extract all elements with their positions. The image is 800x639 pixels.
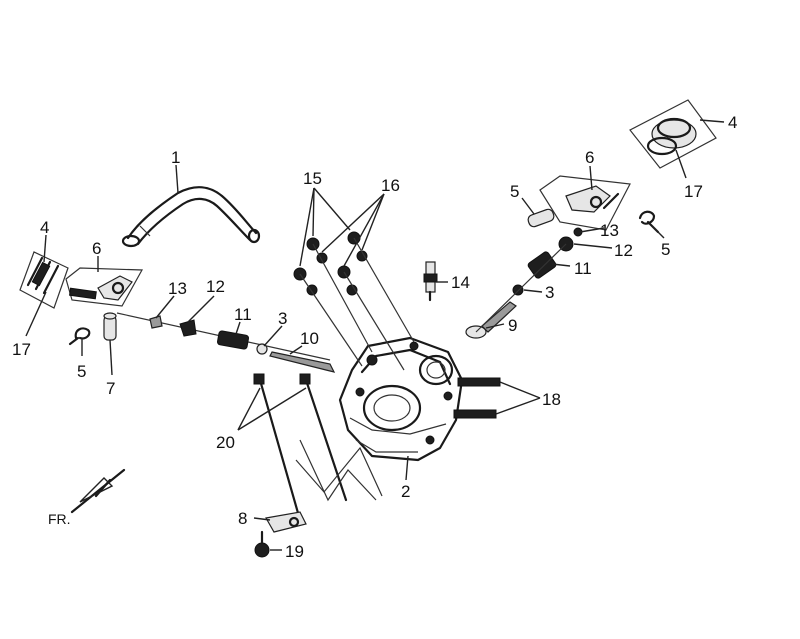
front-marker-label: FR. <box>48 511 71 527</box>
callout-17-right: 17 <box>684 182 703 201</box>
callout-5-right-top: 5 <box>510 182 519 201</box>
part-7-left-pin <box>103 312 117 341</box>
callout-17-left: 17 <box>12 340 31 359</box>
callout-6-right: 6 <box>585 148 594 167</box>
callout-13-right: 13 <box>600 221 619 240</box>
part-11-left-spring <box>216 330 250 350</box>
part-3-left-seal <box>256 343 268 355</box>
part-19-bolt <box>254 530 270 558</box>
callout-19: 19 <box>285 542 304 561</box>
callout-labels: 1 4 6 17 5 7 13 12 11 3 10 15 16 14 5 6 … <box>12 113 737 561</box>
part-2-cylinder-head <box>338 336 464 462</box>
part-4-17-right-cap <box>629 99 717 169</box>
part-6-right-rocker <box>539 175 631 231</box>
callout-11-right: 11 <box>574 259 592 278</box>
callout-6-left: 6 <box>92 239 101 258</box>
part-8-guide <box>265 511 307 533</box>
callout-13-left: 13 <box>168 279 187 298</box>
part-10-valve <box>269 351 336 373</box>
part-4-17-left-cover <box>19 251 69 309</box>
part-5-right-pin <box>527 208 555 228</box>
callout-8: 8 <box>238 509 247 528</box>
callout-5-left: 5 <box>77 362 86 381</box>
callout-16: 16 <box>381 176 400 195</box>
callout-20: 20 <box>216 433 235 452</box>
callout-12-right: 12 <box>614 241 633 260</box>
callout-2: 2 <box>401 482 410 501</box>
part-3-right-seal <box>512 284 524 296</box>
part-11-right-spring <box>527 251 557 279</box>
front-arrow-icon <box>70 468 126 514</box>
callout-10: 10 <box>300 329 319 348</box>
callout-4-left: 4 <box>40 218 49 237</box>
callout-5-right: 5 <box>661 240 670 259</box>
part-20-bolts <box>253 373 383 522</box>
callout-11-left: 11 <box>234 305 252 324</box>
right-valve-train <box>465 236 574 339</box>
left-valve-train <box>116 312 336 373</box>
part-18-studs <box>453 377 501 419</box>
callout-18: 18 <box>542 390 561 409</box>
part-14-spark-plug <box>423 261 438 302</box>
part-1-breather-pipe <box>121 186 261 248</box>
callout-7: 7 <box>106 379 115 398</box>
part-12-left-retainer <box>179 319 197 337</box>
callout-4-right: 4 <box>728 113 737 132</box>
callout-15: 15 <box>303 169 322 188</box>
callout-9: 9 <box>508 316 517 335</box>
callout-12-left: 12 <box>206 277 225 296</box>
callout-3-left: 3 <box>278 309 287 328</box>
parts-15-16-nuts <box>293 231 415 371</box>
callout-14: 14 <box>451 273 470 292</box>
leader-lines <box>25 119 725 551</box>
part-5-left-clip <box>68 327 91 346</box>
part-6-left-rocker <box>65 267 144 307</box>
callout-1: 1 <box>171 148 180 167</box>
callout-3-right: 3 <box>545 283 554 302</box>
